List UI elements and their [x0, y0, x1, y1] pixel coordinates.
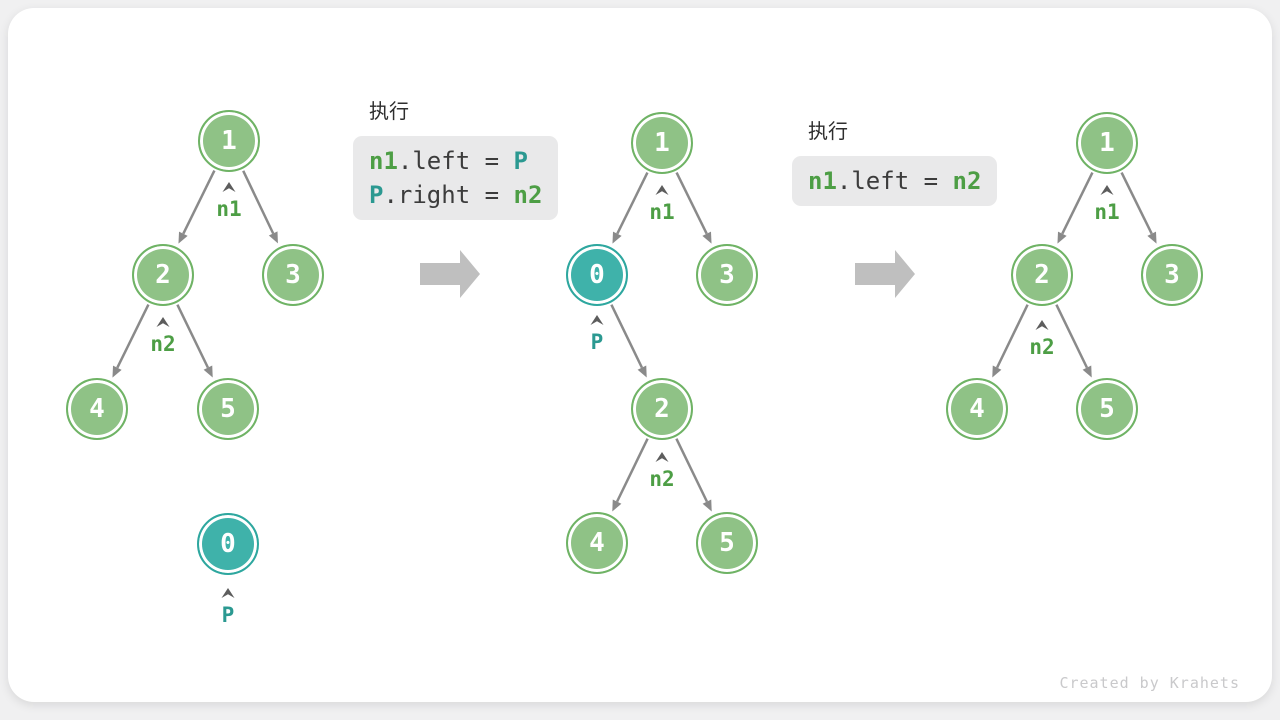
- code-token: n1: [808, 167, 837, 195]
- pointer-caret-icon: [655, 452, 669, 462]
- code-token: =: [470, 181, 514, 209]
- pointer-label-P: P: [221, 603, 235, 627]
- pointer-caret-icon: [590, 315, 604, 325]
- code-token: n2: [952, 167, 982, 195]
- code-token: n2: [513, 181, 543, 209]
- tree-node-1: 1: [198, 110, 260, 172]
- code-panel: 执行 n1.left = n2: [792, 118, 998, 206]
- tree-edge-arrowhead-icon: [637, 365, 647, 378]
- tree-node-2: 2: [631, 378, 693, 440]
- watermark: Created by Krahets: [1059, 674, 1240, 692]
- tree-node-2: 2: [132, 244, 194, 306]
- tree-node-5: 5: [1076, 378, 1138, 440]
- tree-edge-arrowhead-icon: [203, 365, 213, 378]
- tree-edge-arrowhead-icon: [612, 231, 622, 244]
- code-token: P: [369, 181, 384, 209]
- tree-node-5: 5: [197, 378, 259, 440]
- tree-edge-arrowhead-icon: [112, 365, 122, 378]
- tree-node-4: 4: [566, 512, 628, 574]
- pointer-caret-icon: [221, 588, 235, 598]
- tree-edge-arrowhead-icon: [992, 365, 1002, 378]
- tree-node-1: 1: [631, 112, 693, 174]
- code-line: n1.left = n2: [808, 164, 981, 198]
- tree-node-5: 5: [696, 512, 758, 574]
- pointer-caret-icon: [655, 185, 669, 195]
- tree-edge-arrowhead-icon: [612, 499, 622, 512]
- code-token: =: [909, 167, 953, 195]
- code-token: =: [470, 147, 514, 175]
- transition-arrow-icon: [855, 250, 915, 298]
- code-panel-title: 执行: [808, 119, 848, 143]
- pointer-caret-icon: [1100, 185, 1114, 195]
- tree-node-3: 3: [262, 244, 324, 306]
- pointer-label-n1: n1: [216, 197, 242, 221]
- tree-node-3: 3: [1141, 244, 1203, 306]
- code-token: P: [513, 147, 528, 175]
- pointer-caret-icon: [1035, 320, 1049, 330]
- code-block: n1.left = n2: [792, 156, 998, 206]
- tree-edge-arrowhead-icon: [1147, 231, 1157, 244]
- code-token: .left: [836, 167, 910, 195]
- transition-arrow-icon: [420, 250, 480, 298]
- tree-edge-arrowhead-icon: [1082, 365, 1092, 378]
- pointer-caret-icon: [156, 317, 170, 327]
- tree-node-2: 2: [1011, 244, 1073, 306]
- tree-edge-arrowhead-icon: [702, 231, 712, 244]
- tree-node-3: 3: [696, 244, 758, 306]
- tree-edge-arrowhead-icon: [1057, 231, 1067, 244]
- code-token: .right: [383, 181, 471, 209]
- tree-edge-arrowhead-icon: [178, 231, 188, 244]
- pointer-label-n1: n1: [1094, 200, 1120, 224]
- tree-node-0: 0: [566, 244, 628, 306]
- tree-node-1: 1: [1076, 112, 1138, 174]
- tree-node-4: 4: [66, 378, 128, 440]
- pointer-label-n2: n2: [649, 467, 675, 491]
- pointer-label-n1: n1: [649, 200, 675, 224]
- tree-node-0: 0: [197, 513, 259, 575]
- pointer-label-n2: n2: [150, 332, 176, 356]
- code-line: n1.left = P: [369, 144, 542, 178]
- pointer-caret-icon: [222, 182, 236, 192]
- code-line: P.right = n2: [369, 178, 542, 212]
- code-token: .left: [397, 147, 471, 175]
- code-panel-title: 执行: [369, 99, 409, 123]
- pointer-label-n2: n2: [1029, 335, 1055, 359]
- tree-edge-arrowhead-icon: [268, 231, 278, 244]
- code-token: n1: [369, 147, 398, 175]
- tree-edge-arrowhead-icon: [702, 499, 712, 512]
- pointer-label-P: P: [590, 330, 604, 354]
- tree-node-4: 4: [946, 378, 1008, 440]
